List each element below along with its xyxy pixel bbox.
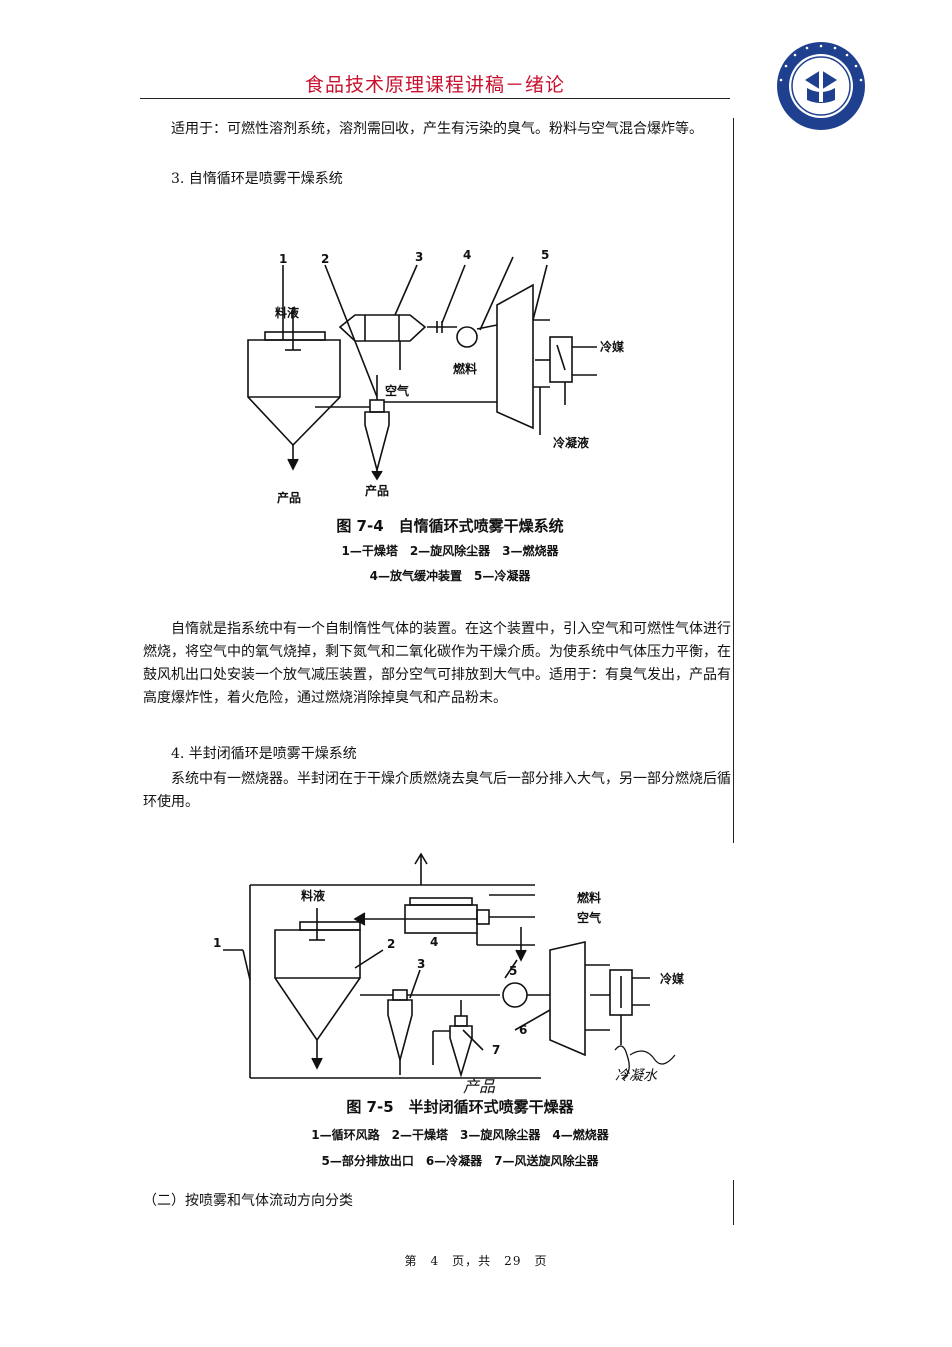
fig74-callout-2: 2 [321,252,329,266]
fig75-legend-line1: 1—循环风路 2—干燥塔 3—旋风除尘器 4—燃烧器 [311,1128,609,1142]
fig74-legend-line1: 1—干燥塔 2—旋风除尘器 3—燃烧器 [341,544,559,558]
fig75-callout-5: 5 [509,964,517,978]
margin-bar-top [733,118,734,843]
fig74-caption: 图 7-4 自惰循环式喷雾干燥系统 [336,517,564,535]
fig74-label-fuel: 燃料 [453,361,477,376]
fig75-legend-line2: 5—部分排放出口 6—冷凝器 7—风送旋风除尘器 [321,1154,599,1168]
fig74-callout-4: 4 [463,248,471,262]
fig75-caption: 图 7-5 半封闭循环式喷雾干燥器 [346,1098,574,1116]
fig75-label-fuel: 燃料 [577,890,601,905]
heading-self-inert: 3. 自惰循环是喷雾干燥系统 [171,171,343,187]
fig75-handwritten-note: 冷凝水 [615,1068,658,1084]
margin-bar-bottom [733,1180,734,1225]
fig74-label-coolant: 冷媒 [600,339,625,354]
fig74-callout-1: 1 [279,252,287,266]
fig74-callout-5: 5 [541,248,549,262]
fig74-callout-3: 3 [415,250,423,264]
heading-by-spray-direction: （二）按喷雾和气体流动方向分类 [143,1193,353,1209]
fig75-callout-3: 3 [417,957,425,971]
heading-semi-closed: 4. 半封闭循环是喷雾干燥系统 [171,746,357,762]
fig75-callout-6: 6 [519,1023,527,1037]
university-seal-logo [777,42,865,130]
fig74-label-product-cyclone: 产品 [365,483,389,498]
header-rule [140,98,730,99]
fig74-label-product-tower: 产品 [277,490,301,505]
fig74-legend-line2: 4—放气缓冲装置 5—冷凝器 [369,569,531,583]
fig74-label-feed: 料液 [275,305,299,320]
fig75-label-feed: 料液 [301,888,325,903]
paragraph-self-inert-description: 自惰就是指系统中有一个自制惰性气体的装置。在这个装置中，引入空气和可燃性气体进行… [143,621,731,706]
fig75-label-air: 空气 [577,910,601,925]
page-number-footer: 第 4 页，共 29 页 [404,1254,548,1268]
figure-7-4-diagram: 1 2 3 4 5 料液 燃料 空气 冷媒 冷凝液 产品 产品 [247,248,625,505]
fig75-callout-1: 1 [213,936,221,950]
fig74-label-condensate: 冷凝液 [553,435,589,450]
fig75-callout-2: 2 [387,937,395,951]
fig75-callout-4: 4 [430,935,438,949]
figure-7-5-diagram: 1 2 3 4 5 6 7 料液 燃料 空气 冷媒 产品 冷凝水 [213,852,685,1095]
paragraph-applicability: 适用于：可燃性溶剂系统，溶剂需回收，产生有污染的臭气。粉料与空气混合爆炸等。 [171,121,703,137]
paragraph-semi-closed: 系统中有一燃烧器。半封闭在于干燥介质燃烧去臭气后一部分排入大气，另一部分燃烧后循… [143,771,731,810]
page-header-title: 食品技术原理课程讲稿－绪论 [304,74,565,96]
fig75-label-coolant: 冷媒 [660,971,685,986]
fig75-handwritten-product: 产品 [463,1077,496,1095]
fig75-callout-7: 7 [492,1043,500,1057]
fig74-label-air: 空气 [385,383,409,398]
